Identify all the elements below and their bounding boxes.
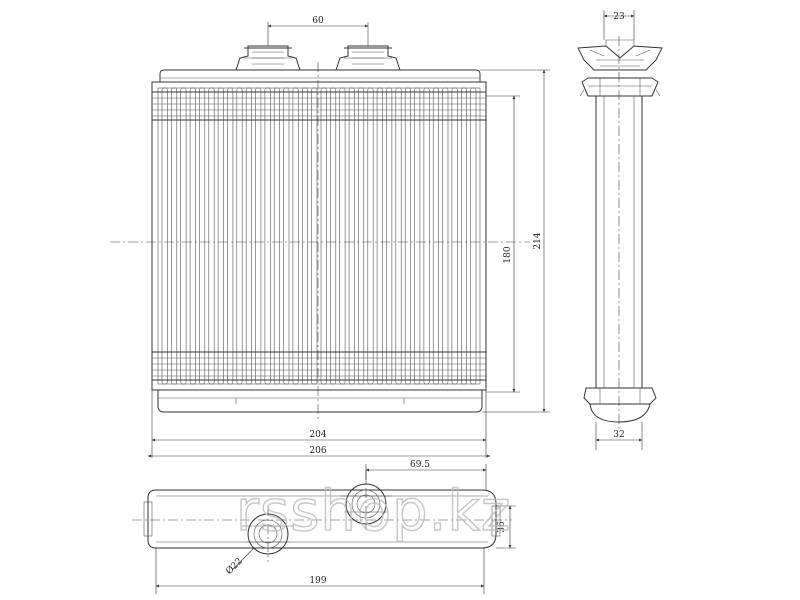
front-tubes [161,87,477,385]
front-tube [432,87,439,385]
side-pipe-flanges [577,45,663,71]
side-view [577,36,663,430]
front-tube [189,87,196,385]
front-tube [395,87,402,385]
front-tube [255,87,262,385]
dim-core-width-outer: 206 [309,446,326,456]
front-tube [423,87,430,385]
dim-total-height: 214 [533,232,543,249]
front-tube [208,87,215,385]
front-pipe-left [235,45,301,71]
dim-pipe-diameter: Ø22 [224,556,245,577]
front-tube [292,87,299,385]
front-tube [320,87,327,385]
front-tube [330,87,337,385]
plan-body [147,489,497,549]
dim-plan-length: 199 [309,576,326,586]
front-tube [161,87,168,385]
front-tube [227,87,234,385]
front-tube [217,87,224,385]
front-fin-band-bottom [151,351,487,381]
front-tube [376,87,383,385]
dim-side-pipe-offset: 23 [613,12,625,22]
front-tube [245,87,252,385]
front-tube [404,87,411,385]
front-tube [470,87,477,385]
side-clip-top [581,77,659,97]
front-tube [311,87,318,385]
front-fin-band-top [151,91,487,121]
side-clip-bottom [583,387,657,405]
front-tube [358,87,365,385]
front-bottom-tank [157,390,483,413]
front-top-tank [159,69,481,83]
watermark-text: rsshop.kz [236,479,511,544]
side-bottom-tank [589,403,651,423]
front-tube [199,87,206,385]
front-tube [460,87,467,385]
front-tube [236,87,243,385]
front-dimensions: 60 180 214 204 206 [147,16,550,458]
front-tube [386,87,393,385]
front-pipe-right [335,45,401,71]
front-tube [339,87,346,385]
front-core-inner [157,87,481,385]
front-tube [414,87,421,385]
dim-plan-depth: 36 [497,521,507,533]
dim-fin-height: 180 [503,246,513,263]
front-tube [301,87,308,385]
front-tube [180,87,187,385]
dim-side-depth: 32 [613,430,624,440]
front-tube [367,87,374,385]
dim-pipe-spacing: 60 [312,16,324,26]
dim-plan-pipe-offset: 69.5 [410,460,430,470]
plan-view [132,470,512,562]
side-dimensions: 23 32 [595,10,643,450]
front-tube [171,87,178,385]
front-view [110,45,530,420]
front-tube [264,87,271,385]
front-tube [348,87,355,385]
dim-core-width-inner: 204 [309,430,326,440]
front-tube [442,87,449,385]
front-tube [273,87,280,385]
front-tube [451,87,458,385]
front-core-frame [151,81,487,391]
front-tube [283,87,290,385]
